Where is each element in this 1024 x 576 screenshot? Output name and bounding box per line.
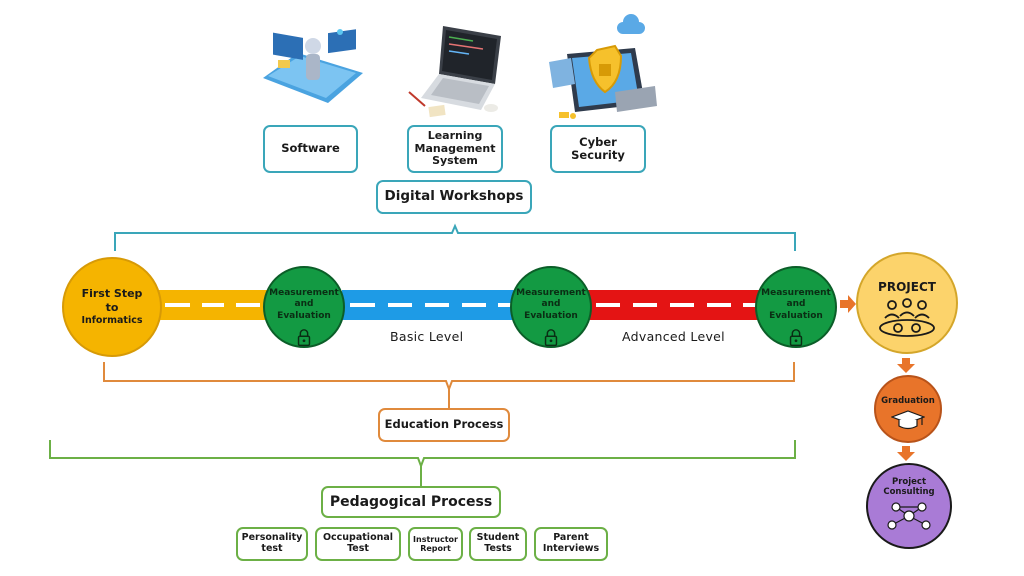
digital-workshops-title: Digital Workshops: [384, 188, 524, 205]
laptop-illustration-icon: [408, 26, 501, 118]
lock-icon: [544, 328, 558, 346]
workshops-bracket: [114, 223, 796, 251]
checkpoint-3-label: Measurement and Evaluation: [761, 288, 831, 321]
graduation-circle: Graduation: [874, 375, 942, 443]
team-gears-icon: [879, 298, 935, 337]
basic-level-label: Basic Level: [390, 329, 464, 344]
arrow-to-graduation: [897, 358, 915, 373]
personality-test-box: Personality test: [236, 527, 308, 561]
graduation-cap-icon: [891, 410, 925, 430]
pedagogical-process-title: Pedagogical Process: [329, 493, 493, 510]
education-process-label: Education Process: [384, 417, 504, 432]
instructor-report-box: Instructor Report: [408, 527, 463, 561]
pedagogical-bracket: [49, 440, 796, 469]
student-tests-box: Student Tests: [469, 527, 527, 561]
software-label: Software: [281, 141, 340, 156]
software-illustration-icon: [263, 29, 363, 103]
checkpoint-2-label: Measurement and Evaluation: [516, 288, 586, 321]
student-tests-label: Student Tests: [476, 532, 520, 554]
arrow-to-project: [840, 295, 856, 313]
advanced-level-label: Advanced Level: [622, 329, 725, 344]
project-consulting-circle: Project Consulting: [866, 463, 952, 549]
checkpoint-1: Measurement and Evaluation: [263, 266, 345, 348]
education-process-box: Education Process: [378, 408, 510, 442]
graduation-label: Graduation: [881, 396, 935, 406]
parent-interviews-box: Parent Interviews: [534, 527, 608, 561]
first-step-circle: First Step to Informatics: [62, 257, 162, 357]
checkpoint-3: Measurement and Evaluation: [755, 266, 837, 348]
lms-label: Learning Management System: [414, 129, 496, 168]
education-bracket: [103, 362, 795, 392]
cyber-security-illustration-icon: [549, 14, 657, 119]
digital-workshops-box: Digital Workshops: [376, 180, 532, 214]
project-consulting-label: Project Consulting: [883, 477, 935, 498]
parent-interviews-label: Parent Interviews: [542, 532, 600, 554]
first-step-line3: Informatics: [81, 315, 143, 327]
checkpoint-1-label: Measurement and Evaluation: [269, 288, 339, 321]
project-circle: PROJECT: [856, 252, 958, 354]
occupational-test-box: Occupational Test: [315, 527, 401, 561]
cyber-security-label: Cyber Security: [571, 134, 625, 162]
checkpoint-2: Measurement and Evaluation: [510, 266, 592, 348]
cyber-security-box: Cyber Security: [550, 125, 646, 173]
network-icon: [887, 502, 931, 530]
first-step-line1: First Step: [81, 286, 143, 300]
lms-box: Learning Management System: [407, 125, 503, 173]
lock-icon: [297, 328, 311, 346]
project-label: PROJECT: [878, 280, 936, 294]
first-step-line2: to: [105, 300, 119, 314]
software-box: Software: [263, 125, 358, 173]
personality-test-label: Personality test: [241, 532, 303, 554]
occupational-test-label: Occupational Test: [322, 532, 394, 554]
pedagogical-process-box: Pedagogical Process: [321, 486, 501, 518]
instructor-report-label: Instructor Report: [413, 534, 458, 553]
lock-icon: [789, 328, 803, 346]
arrow-to-consulting: [897, 446, 915, 461]
